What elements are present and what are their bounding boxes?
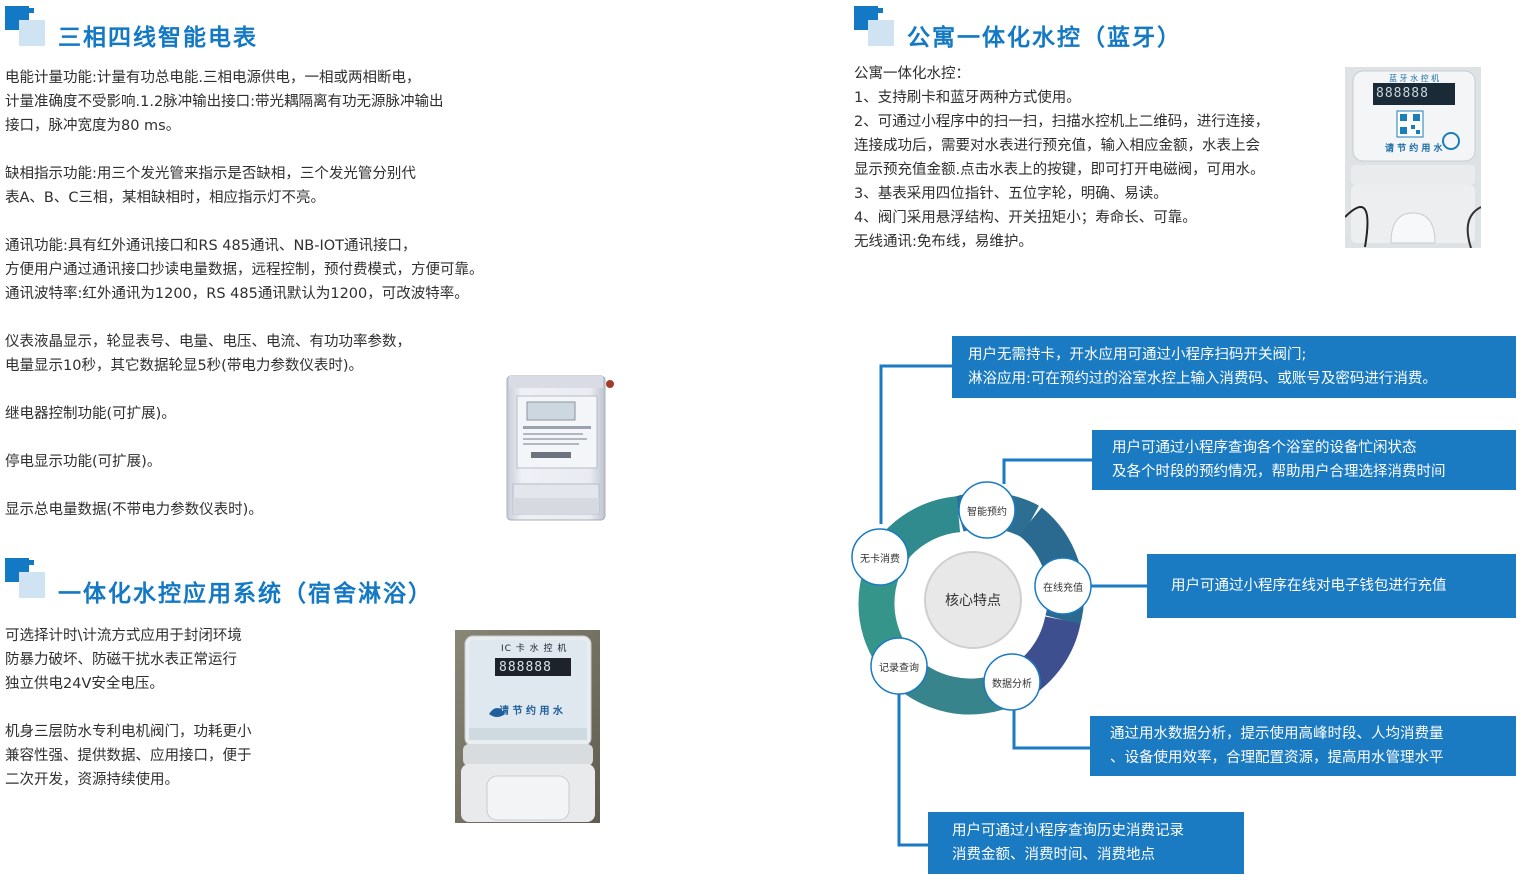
node-records-label: 记录查询 — [879, 663, 919, 674]
device-display: 888888 — [499, 660, 552, 675]
meter-paragraph: 电能计量功能:计量有功总电能.三相电源供电，一相或两相断电， 计量准确度不受影响… — [5, 70, 444, 134]
callout-records: 用户可通过小程序查询历史消费记录 消费金额、消费时间、消费地点 — [928, 812, 1244, 874]
node-nocard-label: 无卡消费 — [860, 554, 900, 565]
node-records — [870, 637, 928, 695]
node-recharge-label: 在线充值 — [1043, 583, 1083, 594]
callout-nocard: 用户无需持卡，开水应用可通过小程序扫码开关阀门; 淋浴应用:可在预约过的浴室水控… — [952, 336, 1516, 398]
section-marker-icon — [5, 558, 45, 598]
node-analysis-label: 数据分析 — [992, 679, 1032, 690]
node-nocard — [851, 528, 909, 586]
section-marker-icon — [5, 6, 45, 46]
meter-paragraph: 继电器控制功能(可扩展)。 — [5, 406, 176, 422]
dorm-paragraph: 机身三层防水专利电机阀门，功耗更小 兼容性强、提供数据、应用接口，便于 二次开发… — [5, 724, 252, 788]
bluetooth-water-controller-image: 蓝 牙 水 控 机 888888 请 节 约 用 水 — [1345, 67, 1481, 248]
device-slogan: 请 节 约 用 水 — [499, 706, 563, 717]
connector-lines — [879, 364, 1147, 847]
device-label: IC 卡 水 控 机 — [501, 644, 568, 654]
meter-paragraph: 停电显示功能(可扩展)。 — [5, 454, 162, 470]
section-title-dorm-shower: 一体化水控应用系统（宿舍淋浴） — [58, 581, 433, 607]
callout-analysis: 通过用水数据分析，提示使用高峰时段、人均消费量 、设备使用效率，合理配置资源，提… — [1090, 716, 1516, 776]
device-label: 蓝 牙 水 控 机 — [1389, 74, 1440, 83]
node-booking — [958, 481, 1016, 539]
meter-paragraph: 缺相指示功能:用三个发光管来指示是否缺相，三个发光管分别代 表A、B、C三相，某… — [5, 166, 416, 206]
electric-meter-image — [503, 372, 615, 524]
core-features-label: 核心特点 — [945, 593, 1001, 609]
meter-paragraph: 通讯功能:具有红外通讯接口和RS 485通讯、NB-IOT通讯接口， 方便用户通… — [5, 238, 484, 302]
section-title-bluetooth: 公寓一体化水控（蓝牙） — [907, 25, 1182, 51]
callout-booking: 用户可通过小程序查询各个浴室的设备忙闲状态 及各个时段的预约情况，帮助用户合理选… — [1092, 430, 1516, 490]
section-title-meter: 三相四线智能电表 — [58, 25, 258, 51]
device-slogan: 请 节 约 用 水 — [1385, 144, 1443, 154]
callout-recharge: 用户可通过小程序在线对电子钱包进行充值 — [1147, 554, 1516, 618]
ic-water-controller-image: IC 卡 水 控 机 888888 请 节 约 用 水 — [455, 630, 600, 823]
node-analysis — [983, 653, 1041, 711]
dorm-paragraph: 可选择计时\计流方式应用于封闭环境 防暴力破坏、防磁干扰水表正常运行 独立供电2… — [5, 628, 242, 692]
node-booking-label: 智能预约 — [967, 507, 1007, 518]
bluetooth-description: 公寓一体化水控： 1、支持刷卡和蓝牙两种方式使用。 2、可通过小程序中的扫一扫，… — [854, 66, 1270, 250]
meter-paragraph: 显示总电量数据(不带电力参数仪表时)。 — [5, 502, 263, 518]
meter-paragraph: 仪表液晶显示，轮显表号、电量、电压、电流、有功功率参数， 电量显示10秒，其它数… — [5, 334, 411, 374]
node-recharge — [1034, 557, 1092, 615]
device-display: 888888 — [1376, 86, 1429, 101]
section-marker-icon — [854, 6, 894, 46]
